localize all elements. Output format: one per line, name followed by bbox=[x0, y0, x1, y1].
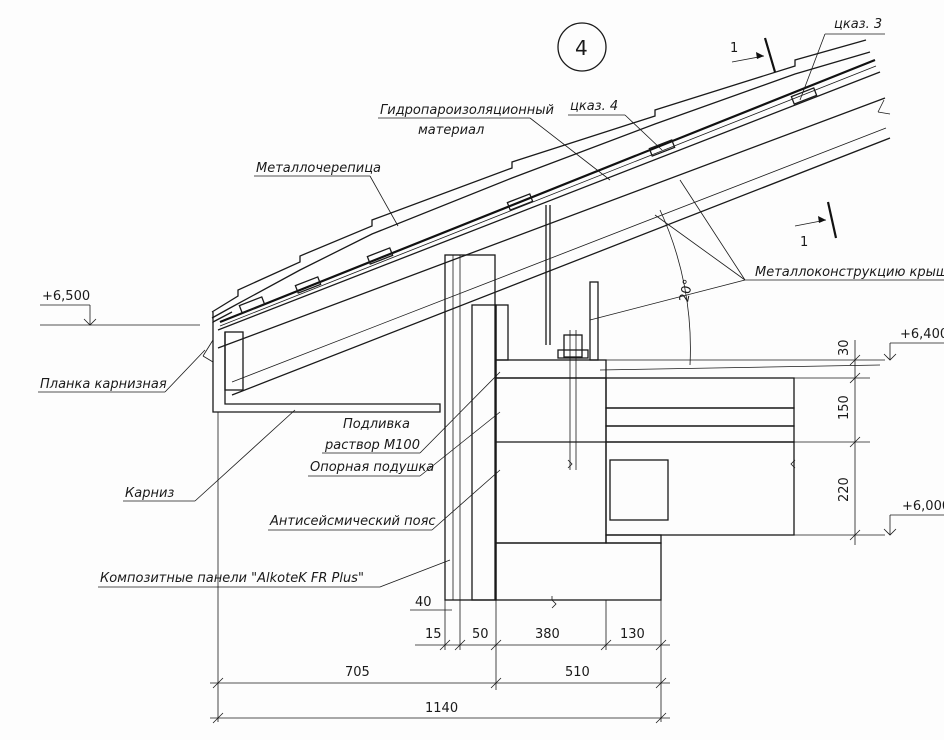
label-eave: Карниз bbox=[123, 409, 296, 502]
level-6000: +6,000 bbox=[883, 499, 944, 536]
dim-130: 130 bbox=[620, 627, 645, 642]
seismic-belt bbox=[495, 377, 607, 544]
dim-50: 50 bbox=[472, 627, 489, 642]
dim-150: 150 bbox=[837, 395, 852, 420]
composite-panel-wall bbox=[444, 254, 599, 601]
ukaz-4-text: цказ. 4 bbox=[570, 99, 618, 114]
level-6500-text: +6,500 bbox=[42, 289, 90, 304]
section-mark-bottom: 1 bbox=[794, 201, 838, 250]
dim-30: 30 bbox=[837, 339, 852, 356]
underlay-text-1: Подливка bbox=[343, 417, 410, 432]
hydro-text-1: Гидропароизоляционный bbox=[380, 103, 554, 118]
ukaz-3-text: цказ. 3 bbox=[834, 17, 882, 32]
bottom-dimensions: 40 15 50 380 130 705 510 1140 bbox=[210, 412, 670, 724]
dim-15: 15 bbox=[425, 627, 442, 642]
dim-510: 510 bbox=[565, 665, 590, 680]
label-eave-strip: Планка карнизная bbox=[38, 349, 206, 393]
eave-strip-text: Планка карнизная bbox=[40, 377, 167, 392]
membrane-layer bbox=[219, 58, 877, 327]
label-metal-tile: Металлочерепица bbox=[254, 161, 399, 227]
label-ukaz-3: цказ. 3 bbox=[799, 17, 885, 101]
hydro-text-2: материал bbox=[418, 123, 484, 138]
label-support-pad: Опорная подушка bbox=[308, 411, 501, 477]
label-metal-structure: Металлоконструкцию крыши bbox=[589, 179, 944, 321]
underlay-text-2: раствор М100 bbox=[324, 438, 420, 453]
detail-number: 4 bbox=[575, 36, 588, 60]
eave-box bbox=[202, 322, 441, 413]
roof-steel-beam bbox=[217, 71, 891, 396]
section-mark-bottom-label: 1 bbox=[800, 235, 808, 250]
detail-number-marker: 4 bbox=[557, 22, 607, 72]
dim-380: 380 bbox=[535, 627, 560, 642]
section-mark-top-label: 1 bbox=[730, 41, 738, 56]
metal-structure-text: Металлоконструкцию крыши bbox=[755, 265, 944, 280]
level-6400-text: +6,400 bbox=[900, 327, 944, 342]
vertical-dimension-chain: 30 150 220 bbox=[600, 339, 885, 545]
dim-1140: 1140 bbox=[425, 701, 458, 716]
angle-value: 20° bbox=[677, 278, 696, 304]
label-hydro: Гидропароизоляционный материал bbox=[378, 103, 611, 181]
level-6500: +6,500 bbox=[40, 289, 200, 326]
dim-40: 40 bbox=[415, 595, 432, 610]
label-underlay: Подливка раствор М100 bbox=[322, 371, 501, 454]
metal-tile-text: Металлочерепица bbox=[256, 161, 381, 176]
dim-705: 705 bbox=[345, 665, 370, 680]
label-composite-panels: Композитные панели "AlkoteK FR Plus" bbox=[98, 559, 451, 588]
label-ukaz-4: цказ. 4 bbox=[568, 99, 663, 151]
anchor-rod bbox=[545, 205, 589, 470]
support-pad-text: Опорная подушка bbox=[310, 460, 434, 475]
angle-20: 20° bbox=[599, 209, 881, 371]
support-pad bbox=[495, 359, 607, 379]
seismic-belt-text: Антисейсмический пояс bbox=[269, 514, 436, 529]
dim-220: 220 bbox=[837, 477, 852, 502]
eave-text: Карниз bbox=[125, 486, 174, 501]
floor-slab bbox=[605, 377, 795, 536]
battens bbox=[238, 87, 818, 314]
level-6000-text: +6,000 bbox=[902, 499, 944, 514]
break-lines bbox=[551, 459, 796, 609]
lower-wall bbox=[495, 534, 662, 601]
level-6400: +6,400 bbox=[883, 327, 944, 361]
composite-panels-text: Композитные панели "AlkoteK FR Plus" bbox=[100, 571, 364, 586]
section-mark-top: 1 bbox=[730, 37, 777, 73]
label-seismic-belt: Антисейсмический пояс bbox=[268, 469, 501, 531]
